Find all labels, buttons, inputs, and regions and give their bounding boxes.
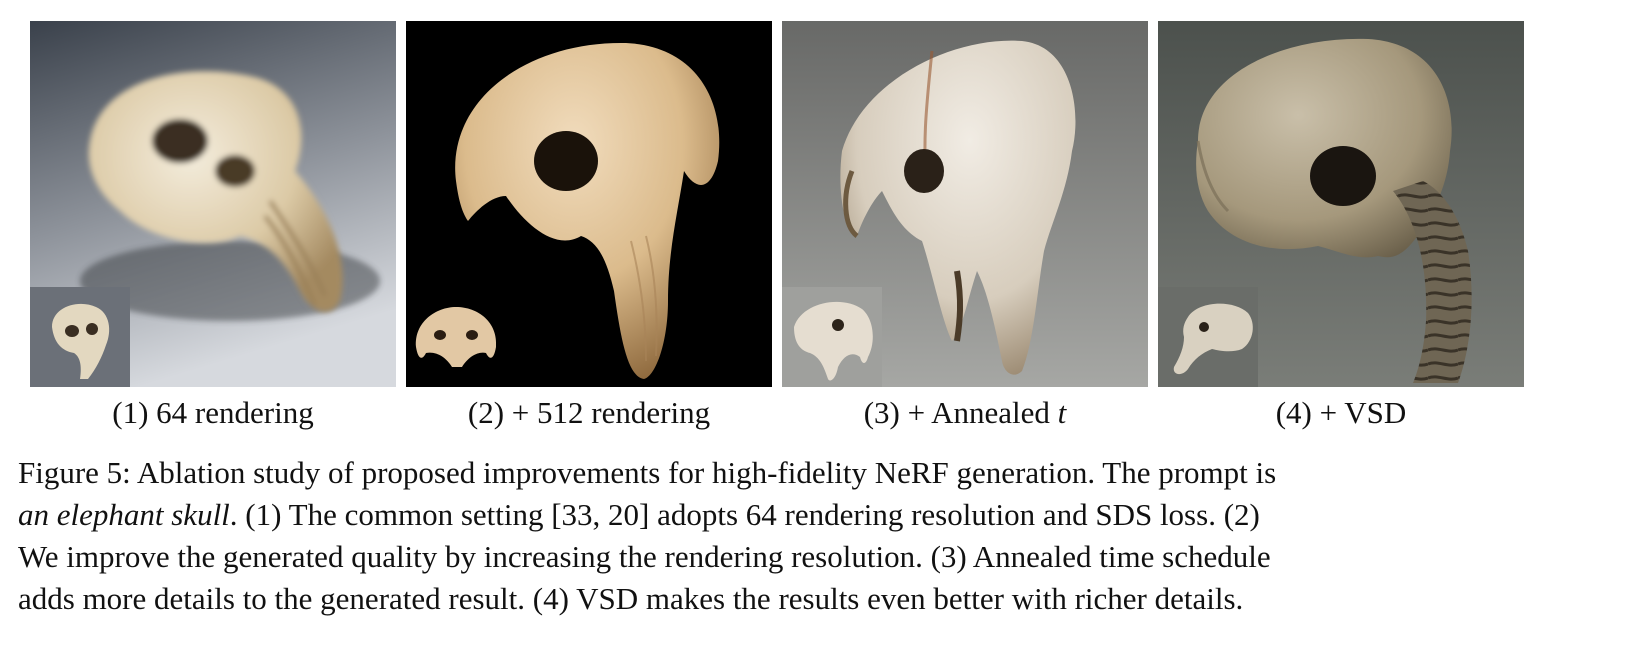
inset-skull-icon-1 <box>30 287 130 387</box>
panel-vsd: (4) + VSD <box>1158 21 1524 430</box>
figure-caption-line-1: Figure 5: Ablation study of proposed imp… <box>18 455 1277 490</box>
figure-caption-line-2: an elephant skull. (1) The common settin… <box>18 494 1613 536</box>
figure-caption-line-4: adds more details to the generated resul… <box>18 581 1244 616</box>
panel-caption-3-symbol: t <box>1057 395 1067 430</box>
panel-image-vsd <box>1158 21 1524 387</box>
panel-image-512-rendering <box>406 21 772 387</box>
inset-skull-icon-4 <box>1158 287 1258 387</box>
panel-annealed-t: (3) + Annealed t <box>782 21 1148 430</box>
inset-skull-icon-3 <box>782 287 882 387</box>
elephant-skull-render-2 <box>406 21 772 387</box>
panel-caption-2: (2) + 512 rendering <box>467 395 711 430</box>
panel-image-annealed-t <box>782 21 1148 387</box>
figure-caption: Figure 5: Ablation study of proposed imp… <box>18 452 1613 620</box>
panel-image-64-rendering <box>30 21 396 387</box>
figure-caption-line-3: We improve the generated quality by incr… <box>18 539 1271 574</box>
panel-caption-3: (3) + Annealed t <box>782 393 1148 433</box>
inset-view-3 <box>782 287 882 387</box>
panel-caption-3-prefix: (3) + Annealed <box>863 395 1058 430</box>
prompt-text: an elephant skull <box>18 497 230 532</box>
panel-512-rendering: (2) + 512 rendering <box>406 21 772 430</box>
panel-caption-4: (4) + VSD <box>1275 395 1407 430</box>
inset-skull-icon-2 <box>406 287 506 387</box>
figure-caption-line-2-rest: . (1) The common setting [33, 20] adopts… <box>229 497 1260 532</box>
figure-row: (1) 64 rendering <box>0 21 1627 441</box>
panel-64-rendering: (1) 64 rendering <box>30 21 396 430</box>
panel-caption-1: (1) 64 rendering <box>112 395 314 430</box>
inset-view-4 <box>1158 287 1258 387</box>
inset-view-2 <box>406 287 506 387</box>
inset-view-1 <box>30 287 130 387</box>
